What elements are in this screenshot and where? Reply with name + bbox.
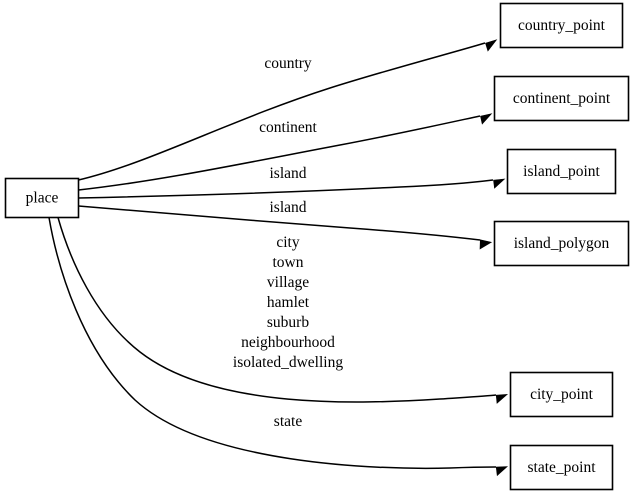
edge-arrowhead-continent xyxy=(480,113,493,125)
node-country-point-label: country_point xyxy=(518,17,606,34)
edge-path-state xyxy=(48,217,497,470)
edge-arrowhead-country xyxy=(485,39,498,52)
edge-label-city-line-neighbourhood: neighbourhood xyxy=(241,334,335,351)
edge-arrowhead-island-polygon xyxy=(479,239,493,250)
node-island-polygon[interactable]: island_polygon xyxy=(493,220,630,267)
edge-place-to-continent-point[interactable] xyxy=(78,113,493,191)
node-country-point-box xyxy=(499,2,624,49)
node-state-point[interactable]: state_point xyxy=(509,444,614,491)
edge-label-continent: continent xyxy=(259,119,317,136)
node-place[interactable]: place xyxy=(4,177,80,219)
edge-place-to-island-polygon[interactable] xyxy=(78,205,493,250)
node-state-point-box xyxy=(509,444,614,491)
edge-label-city-multiline: city town village hamlet suburb neighbou… xyxy=(233,234,343,371)
edge-place-to-state-point[interactable] xyxy=(48,217,509,477)
edge-path-country xyxy=(78,42,486,181)
node-continent-point-box xyxy=(493,75,630,122)
nodes-group: place country_point continent_point isla… xyxy=(4,2,630,491)
edge-label-city-line-isolated-dwelling: isolated_dwelling xyxy=(233,354,343,371)
node-island-point-box xyxy=(506,148,617,195)
node-continent-point[interactable]: continent_point xyxy=(493,75,630,122)
node-country-point[interactable]: country_point xyxy=(499,2,624,49)
edge-label-island-point: island xyxy=(269,165,306,182)
node-island-polygon-label: island_polygon xyxy=(514,235,610,252)
edge-label-island-polygon: island xyxy=(269,199,306,216)
node-place-box xyxy=(4,177,80,219)
edge-path-island-point xyxy=(78,179,494,199)
edge-label-city-line-town: town xyxy=(273,254,304,271)
edge-arrowhead-state xyxy=(495,466,509,477)
edge-label-city-line-suburb: suburb xyxy=(267,314,309,331)
node-island-polygon-box xyxy=(493,220,630,267)
edge-path-island-polygon xyxy=(78,205,481,241)
edge-label-city-line-city: city xyxy=(276,234,299,251)
node-continent-point-label: continent_point xyxy=(513,90,611,107)
edge-path-continent xyxy=(78,115,481,191)
edge-arrowhead-island-point xyxy=(493,178,506,189)
node-city-point-box xyxy=(509,371,614,418)
edge-place-to-island-point[interactable] xyxy=(78,178,506,199)
node-state-point-label: state_point xyxy=(527,459,596,476)
edge-label-state: state xyxy=(274,413,303,430)
node-island-point[interactable]: island_point xyxy=(506,148,617,195)
node-city-point-label: city_point xyxy=(530,386,594,403)
edges-group xyxy=(48,39,509,477)
node-city-point[interactable]: city_point xyxy=(509,371,614,418)
node-island-point-label: island_point xyxy=(523,163,600,180)
edge-label-city-line-village: village xyxy=(267,274,309,291)
edge-path-city xyxy=(57,217,497,403)
edge-label-city-line-hamlet: hamlet xyxy=(267,294,310,311)
edge-label-country: country xyxy=(264,55,312,72)
node-place-label: place xyxy=(26,190,59,207)
edge-place-to-city-point[interactable] xyxy=(57,217,509,404)
edge-labels-group: country continent island island city tow… xyxy=(233,55,343,430)
edge-place-to-country-point[interactable] xyxy=(78,39,498,181)
edge-arrowhead-city xyxy=(495,394,509,404)
